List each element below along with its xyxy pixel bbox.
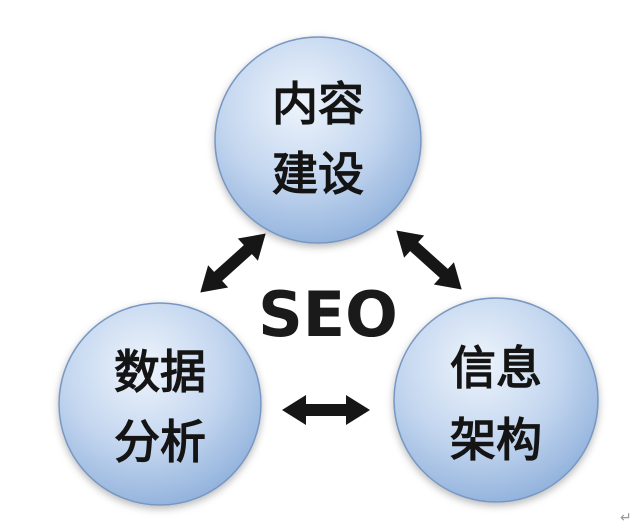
double-arrow-content-info-icon	[396, 230, 462, 290]
node-info-line2: 架构	[450, 413, 542, 467]
node-content-circle	[214, 36, 422, 244]
node-info-line1: 信息	[450, 341, 542, 395]
node-data-circle	[58, 302, 262, 506]
double-arrow-data-info-icon	[282, 395, 370, 425]
node-content-line1: 内容	[272, 77, 364, 131]
node-data-analysis: 数据 分析	[58, 302, 262, 506]
node-info-architecture: 信息 架构	[393, 297, 599, 503]
node-data-line2: 分析	[114, 415, 206, 469]
node-data-line1: 数据	[114, 345, 206, 399]
node-info-circle	[393, 297, 599, 503]
node-content-line2: 建设	[272, 147, 364, 201]
center-seo-label: SEO	[258, 278, 398, 351]
double-arrow-content-data-icon	[200, 233, 266, 293]
corner-return-mark: ↵	[620, 510, 632, 526]
node-content-building: 内容 建设	[214, 36, 422, 244]
